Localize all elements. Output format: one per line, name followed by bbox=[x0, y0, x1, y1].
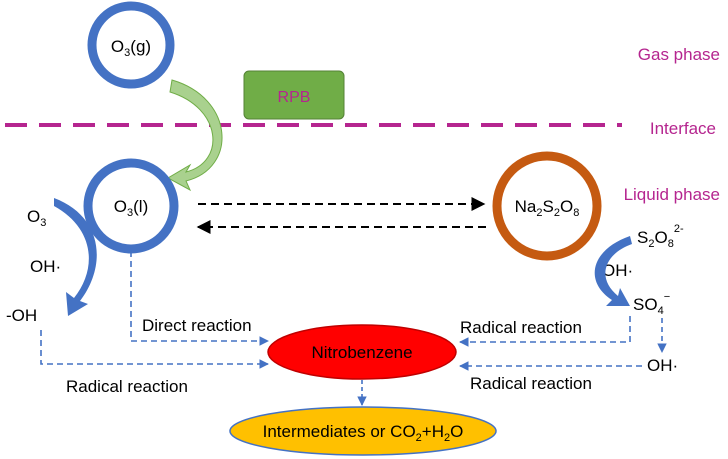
left-radical-path bbox=[40, 330, 269, 369]
liquid-phase-label: Liquid phase bbox=[624, 185, 720, 204]
left-oh-bound-label: -OH bbox=[6, 306, 37, 325]
o3-gas-label: O3(g) bbox=[111, 37, 151, 59]
right-radical-bottom-label: Radical reaction bbox=[470, 374, 592, 393]
rpb-box bbox=[243, 70, 345, 120]
direct-reaction-path bbox=[130, 251, 269, 346]
right-radical-top-label: Radical reaction bbox=[460, 318, 582, 337]
left-radical-label: Radical reaction bbox=[66, 377, 188, 396]
o3-gas-ring bbox=[87, 1, 175, 89]
right-oh-radical-2-label: OH· bbox=[647, 356, 678, 375]
nitrobenzene-label: Nitrobenzene bbox=[311, 343, 412, 362]
o3-liquid-ring bbox=[83, 158, 179, 254]
persulfate-label: Na2S2O8 bbox=[515, 197, 580, 219]
intermediates-ellipse bbox=[229, 406, 497, 456]
direct-reaction-label: Direct reaction bbox=[142, 316, 252, 335]
nitrobenzene-ellipse bbox=[267, 324, 457, 380]
transfer-arrow bbox=[166, 79, 223, 192]
right-so4-label: SO4− bbox=[633, 291, 670, 317]
right-radical-top-path bbox=[459, 316, 631, 347]
left-oh-radical-label: OH· bbox=[30, 257, 61, 276]
o3-liquid-label: O3(l) bbox=[114, 197, 148, 219]
persulfate-ring bbox=[492, 151, 602, 261]
gas-phase-label: Gas phase bbox=[638, 45, 720, 64]
rpb-label: RPB bbox=[278, 89, 311, 106]
interface-label: Interface bbox=[650, 119, 716, 138]
right-oh-radical-label: OH· bbox=[602, 261, 633, 280]
left-blue-arrow bbox=[54, 198, 97, 316]
right-s2o8-label: S2O82- bbox=[637, 223, 684, 250]
left-o3-label: O3 bbox=[27, 207, 46, 229]
intermediates-label: Intermediates or CO2+H2O bbox=[263, 422, 464, 444]
right-blue-arrow bbox=[594, 236, 632, 306]
